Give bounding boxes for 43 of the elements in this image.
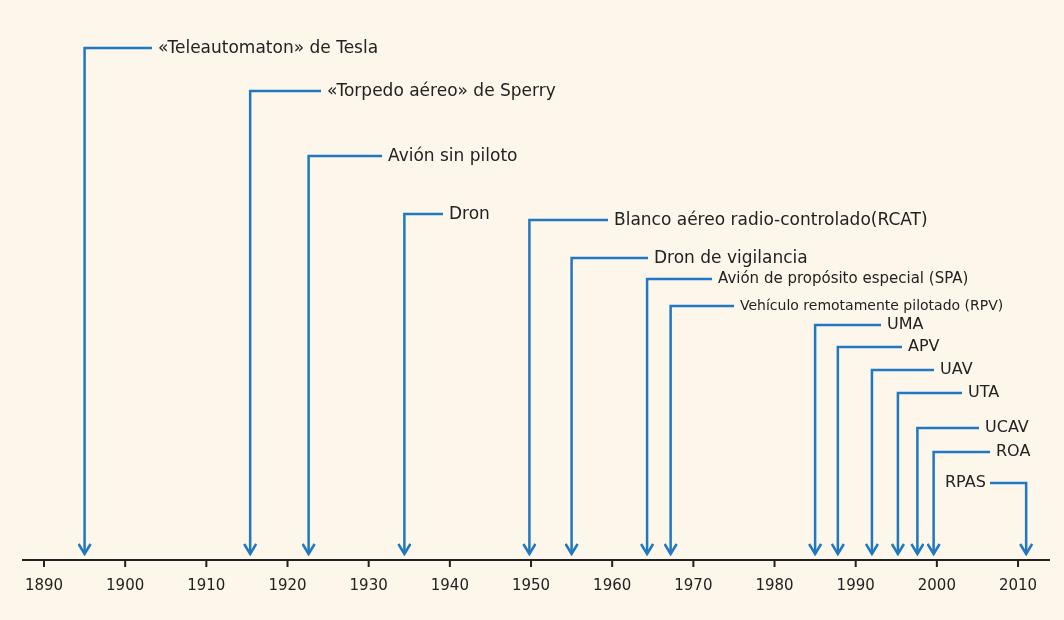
- year-label: 1970: [674, 576, 713, 594]
- leader-arrow: [910, 426, 979, 556]
- timeline-label: Dron: [449, 202, 490, 224]
- timeline-label: UAV: [940, 358, 973, 380]
- timeline-label: «Torpedo aéreo» de Sperry: [327, 79, 556, 101]
- timeline-label: «Teleautomaton» de Tesla: [158, 36, 379, 58]
- timeline-label: Avión de propósito especial (SPA): [718, 267, 969, 289]
- leader-arrow: [926, 450, 990, 556]
- timeline-label: UMA: [887, 313, 924, 335]
- leader-arrow: [890, 391, 962, 556]
- timeline-label: APV: [908, 335, 940, 357]
- leader-arrow: [242, 89, 321, 556]
- timeline-label: UCAV: [985, 416, 1029, 438]
- leader-arrow: [639, 277, 712, 556]
- year-label: 1940: [430, 576, 469, 594]
- leader-arrow: [663, 304, 734, 556]
- leader-arrow: [807, 323, 881, 556]
- timeline-label: Avión sin piloto: [388, 144, 518, 166]
- leader-arrow: [864, 368, 934, 556]
- year-label: 1960: [593, 576, 632, 594]
- timeline-label: RPAS: [945, 471, 986, 493]
- leader-arrow: [564, 256, 648, 556]
- timeline-label: Blanco aéreo radio-controlado(RCAT): [614, 208, 928, 230]
- timeline-label: ROA: [996, 440, 1031, 462]
- year-label: 1950: [511, 576, 551, 594]
- leader-arrow: [397, 212, 443, 556]
- year-label: 1930: [349, 576, 388, 594]
- year-label: 1900: [106, 576, 145, 594]
- year-label: 1990: [836, 576, 875, 594]
- timeline-label: UTA: [968, 381, 1000, 403]
- year-label: 1890: [24, 576, 64, 594]
- year-label: 2010: [998, 576, 1038, 594]
- leader-arrow: [990, 481, 1034, 556]
- year-label: 1980: [755, 576, 794, 594]
- year-label: 1920: [268, 576, 307, 594]
- timeline-label: Vehículo remotamente pilotado (RPV): [740, 294, 1004, 316]
- leader-arrow: [522, 218, 608, 556]
- leader-arrow: [830, 345, 902, 556]
- leader-arrow: [301, 154, 382, 556]
- timeline-label: Dron de vigilancia: [654, 246, 808, 268]
- leader-arrow: [77, 46, 152, 556]
- year-label: 2000: [917, 576, 956, 594]
- year-label: 1910: [187, 576, 226, 594]
